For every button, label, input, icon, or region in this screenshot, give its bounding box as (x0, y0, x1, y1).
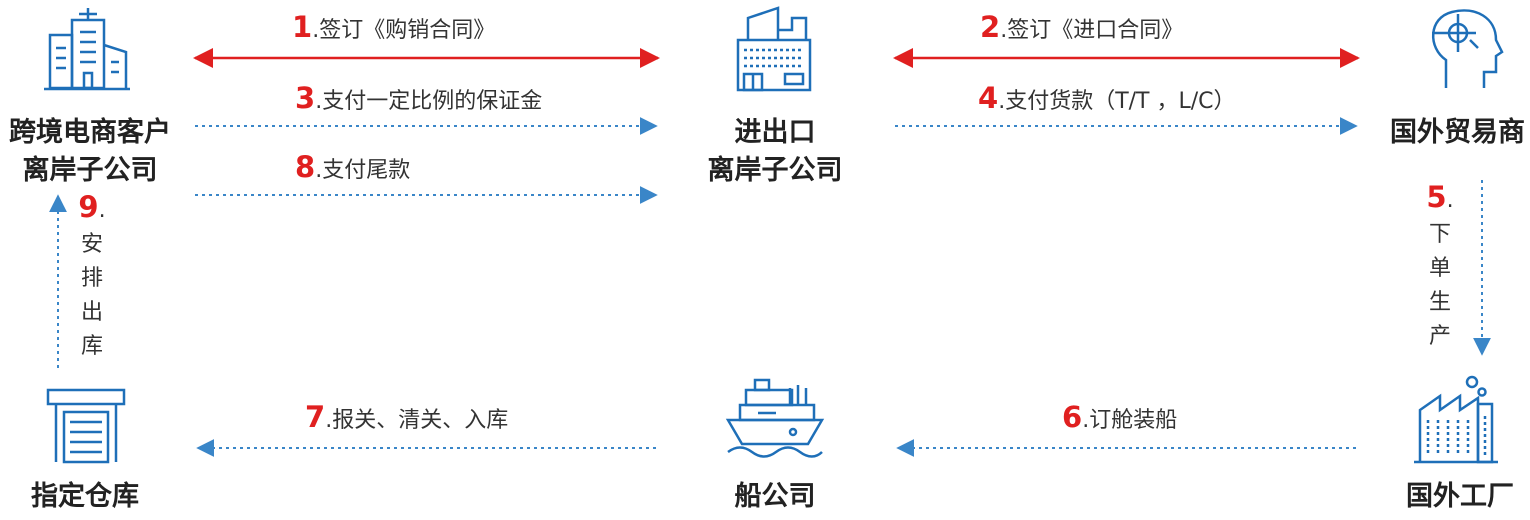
node-trader-label: 国外贸易商 (1385, 114, 1530, 152)
step-number-8: 8 (295, 150, 316, 184)
step-number-2: 2 (980, 10, 1001, 44)
node-shipping-line1: 船公司 (734, 481, 816, 512)
node-importer-line1: 进出口 (734, 117, 816, 148)
step-number-7: 7 (305, 400, 326, 434)
step-number-1: 1 (292, 10, 313, 44)
edge9-char-2: 排 (80, 266, 103, 291)
step-number-3: 3 (295, 81, 316, 115)
edge5-char-2: 单 (1428, 256, 1451, 281)
edge-label-2: 2.签订《进口合同》 (980, 10, 1184, 44)
office-buildings-icon (44, 8, 130, 91)
edge-label-8: 8.支付尾款 (295, 150, 411, 184)
head-profile-icon (1431, 9, 1504, 88)
step-number-5: 5 (1426, 180, 1447, 214)
edge5-char-3: 生 (1428, 290, 1451, 315)
edge-text-3: 支付一定比例的保证金 (322, 89, 543, 114)
node-customer-line1: 跨境电商客户 (9, 117, 171, 148)
node-shipping-label: 船公司 (705, 478, 845, 516)
node-trader-line1: 国外贸易商 (1390, 117, 1525, 148)
node-importer-line2: 离岸子公司 (707, 155, 843, 186)
edge-text-6: 订舱装船 (1089, 408, 1178, 433)
edge5-char-4: 产 (1428, 324, 1451, 349)
edge9-char-3: 出 (80, 300, 103, 325)
edge-label-5: 5. 下 单 生 产 (1420, 180, 1460, 354)
edge9-char-1: 安 (80, 232, 103, 257)
node-factory-line1: 国外工厂 (1406, 481, 1514, 512)
edge-text-7: 报关、清关、入库 (332, 408, 509, 433)
step-number-6: 6 (1062, 400, 1083, 434)
edge-text-1: 签订《购销合同》 (319, 18, 496, 43)
edge-label-3: 3.支付一定比例的保证金 (295, 81, 543, 115)
edge-label-6: 6.订舱装船 (1062, 400, 1178, 434)
factory-icon (1414, 375, 1498, 464)
step-number-9: 9 (78, 190, 99, 224)
node-factory-label: 国外工厂 (1395, 478, 1525, 516)
edge-text-8: 支付尾款 (322, 158, 411, 183)
warehouse-icon (46, 388, 126, 464)
edge-label-4: 4.支付货款（T/T ，L/C） (978, 81, 1236, 115)
ship-icon (725, 378, 825, 458)
step-number-4: 4 (978, 81, 999, 115)
edge-text-2: 签订《进口合同》 (1007, 18, 1184, 43)
node-customer-label: 跨境电商客户 离岸子公司 (0, 114, 180, 190)
edge-text-4: 支付货款（T/T ，L/C） (1005, 89, 1236, 114)
office-building-icon (736, 6, 812, 92)
node-importer-label: 进出口 离岸子公司 (690, 114, 860, 190)
edge5-char-1: 下 (1428, 222, 1451, 247)
node-warehouse-line1: 指定仓库 (31, 481, 139, 512)
node-customer-line2: 离岸子公司 (22, 155, 158, 186)
edge-label-9: 9. 安 排 出 库 (72, 190, 112, 364)
edge-label-1: 1.签订《购销合同》 (292, 10, 496, 44)
node-warehouse-label: 指定仓库 (15, 478, 155, 516)
edge-label-7: 7.报关、清关、入库 (305, 400, 509, 434)
edge9-char-4: 库 (80, 334, 103, 359)
